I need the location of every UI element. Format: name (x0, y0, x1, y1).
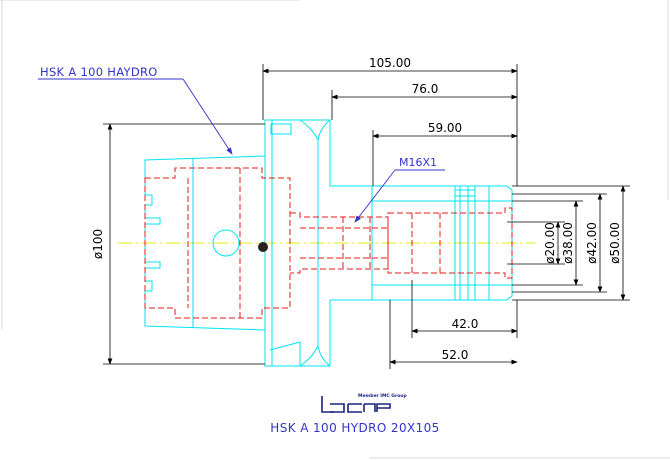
callout-label: HSK A 100 HAYDRO (40, 65, 158, 79)
dim-clamp-length-long: 52.0 (442, 348, 469, 362)
dim-flange-diameter: ø100 (91, 229, 105, 259)
dim-bore-length: 59.00 (428, 121, 462, 135)
dim-bore-diameter: ø20.00 (543, 222, 557, 264)
dim-outer-diameter: ø50.00 (608, 222, 622, 264)
thread-label: M16X1 (399, 156, 437, 169)
dim-clamp-length-short: 42.0 (452, 317, 479, 331)
logo-mark (321, 396, 391, 413)
callout-leaders (38, 78, 445, 223)
dim-sleeve-diameter: ø38.00 (561, 222, 575, 264)
dim-overall-length: 105.00 (369, 56, 411, 70)
dimension-labels: 105.00 76.0 59.00 42.0 52.0 ø100 ø20.00 … (91, 56, 622, 362)
iscar-logo: Member IMC Group (321, 393, 408, 413)
logo-tagline: Member IMC Group (358, 393, 408, 399)
hidden-lines (144, 167, 513, 319)
drawing-title: HSK A 100 HYDRO 20X105 (270, 421, 439, 435)
dim-nose-diameter: ø42.00 (585, 222, 599, 264)
dimension-lines (103, 64, 630, 369)
holder-outline (144, 119, 513, 367)
dim-body-length: 76.0 (412, 82, 439, 96)
pivot-mark (258, 242, 268, 252)
